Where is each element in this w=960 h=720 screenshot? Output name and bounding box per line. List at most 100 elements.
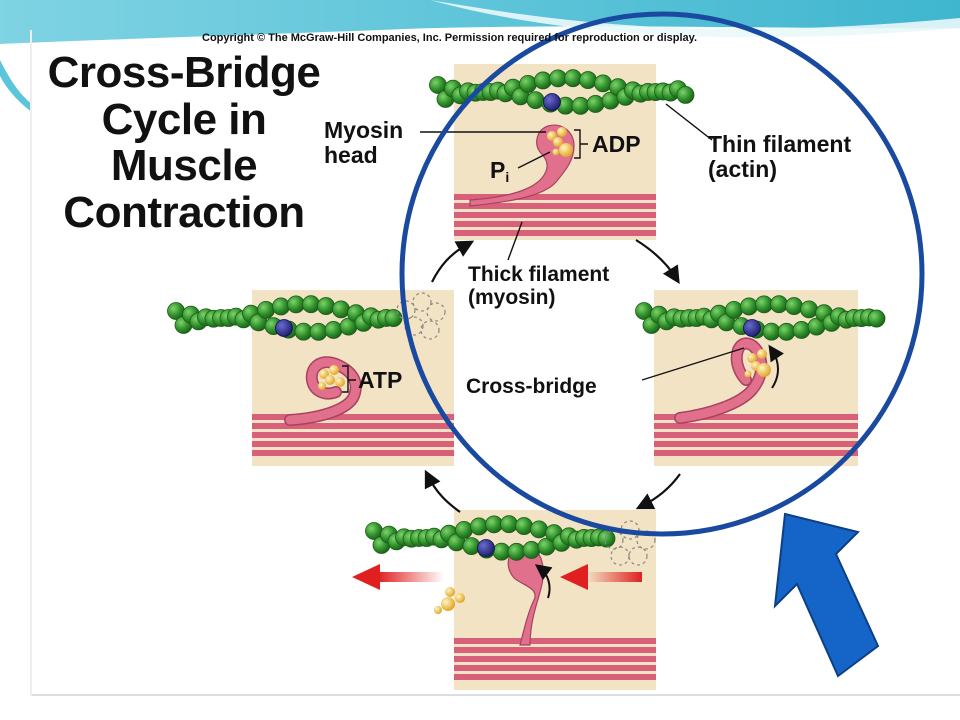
actin-bead [792,321,811,339]
thick-filament-stripe [252,414,454,420]
actin-filament-bottom [365,515,616,561]
myosin-binding-site [275,319,293,337]
actin-bead [287,295,305,314]
actin-filament-top [429,69,695,115]
actin-bead [571,96,590,115]
myosin-head-top [469,124,575,207]
label-pi-letter: P [490,157,506,183]
thick-filament-stripe [454,674,656,680]
label-thin-filament: Thin filament (actin) [708,131,852,182]
thick-filament-right [654,414,858,456]
label-thick-filament: Thick filament (myosin) [468,263,610,309]
actin-bead [302,295,320,314]
actin-bead [324,321,343,339]
actin-filament-right [635,295,886,341]
thick-filament-stripe [454,656,656,662]
bracket-adp [574,129,588,159]
slide-bottom-line [30,694,960,696]
bracket-atp [342,365,356,393]
leader-pi [517,151,551,169]
thick-filament-stripe [654,450,858,456]
adp-pi-cluster-top [547,127,573,157]
myosin-binding-site [543,93,561,111]
label-atp: ATP [358,367,403,393]
atp-cluster-left [318,365,345,390]
actin-bead [332,300,350,319]
released-phosphates-bottom [434,587,465,614]
slide-left-line [30,30,32,696]
actin-bead [455,520,473,539]
copyright-notice: Copyright © The McGraw-Hill Companies, I… [202,32,698,44]
vacant-beads-bottom [604,520,656,566]
thick-filament-stripe [454,665,656,671]
actin-bead [500,515,518,534]
actin-bead [507,542,526,561]
thick-filament-left [252,414,454,456]
slide-title: Cross-Bridge Cycle in Muscle Contraction [47,48,321,237]
actin-bead [777,322,796,341]
actin-bead [579,71,597,89]
leader-thin-filament [665,103,713,141]
label-cross-bridge: Cross-bridge [466,375,597,398]
leader-cross-bridge [641,347,745,381]
thick-filament-stripe [454,230,656,236]
actin-bead [522,541,541,559]
thick-filament-stripe [454,647,656,653]
actin-bead [526,91,545,110]
actin-bead [485,515,503,534]
thick-filament-stripe [252,423,454,429]
top-teal-band [0,0,960,44]
actin-bead [740,297,758,316]
thick-filament-top [454,194,656,236]
adp-pi-cluster-right [744,349,771,378]
thick-filament-stripe [654,414,858,420]
actin-bead [549,69,567,88]
actin-bead [586,95,605,113]
actin-bead [317,297,335,315]
cycle-arrow-icon-top-right [635,239,680,284]
actin-bead [597,529,616,548]
thick-filament-stripe [252,432,454,438]
thick-filament-stripe [654,432,858,438]
actin-bead [800,300,818,319]
actin-bead [515,517,533,535]
thick-filament-stripe [454,212,656,218]
actin-bead [725,300,743,319]
actin-bead [470,517,488,536]
cycle-arrow-icon-bottom-left [424,469,461,513]
actin-bead [755,295,773,314]
label-pi: Pi [490,158,509,185]
thick-filament-stripe [654,423,858,429]
thick-filament-stripe [454,203,656,209]
thick-filament-stripe [454,221,656,227]
myosin-binding-site [743,319,761,337]
actin-bead [257,300,275,319]
actin-bead [770,295,788,314]
actin-bead [492,542,511,561]
actin-bead [534,71,552,90]
thick-filament-stripe [654,441,858,447]
thick-filament-stripe [454,638,656,644]
actin-bead [676,86,695,104]
top-white-swoosh [430,0,960,38]
thick-filament-stripe [252,441,454,447]
actin-bead [384,309,403,327]
actin-bead [594,74,612,93]
myosin-binding-site [477,539,495,557]
thick-filament-stripe [252,450,454,456]
cycle-arrow-icon-left-top [431,240,475,283]
label-myosin-head: Myosin head [324,117,404,168]
label-pi-subscript: i [505,169,510,185]
cycle-arrow-icon-right-bottom [635,473,681,510]
actin-bead [519,74,537,93]
actin-bead [785,297,803,315]
label-adp: ADP [592,131,641,157]
actin-bead [272,297,290,316]
left-teal-swoosh [0,60,32,112]
actin-bead [294,322,313,341]
thick-filament-stripe [454,194,656,200]
actin-bead [309,322,328,341]
actin-bead [564,69,582,88]
red-motion-arrow-icon-right [560,564,642,590]
